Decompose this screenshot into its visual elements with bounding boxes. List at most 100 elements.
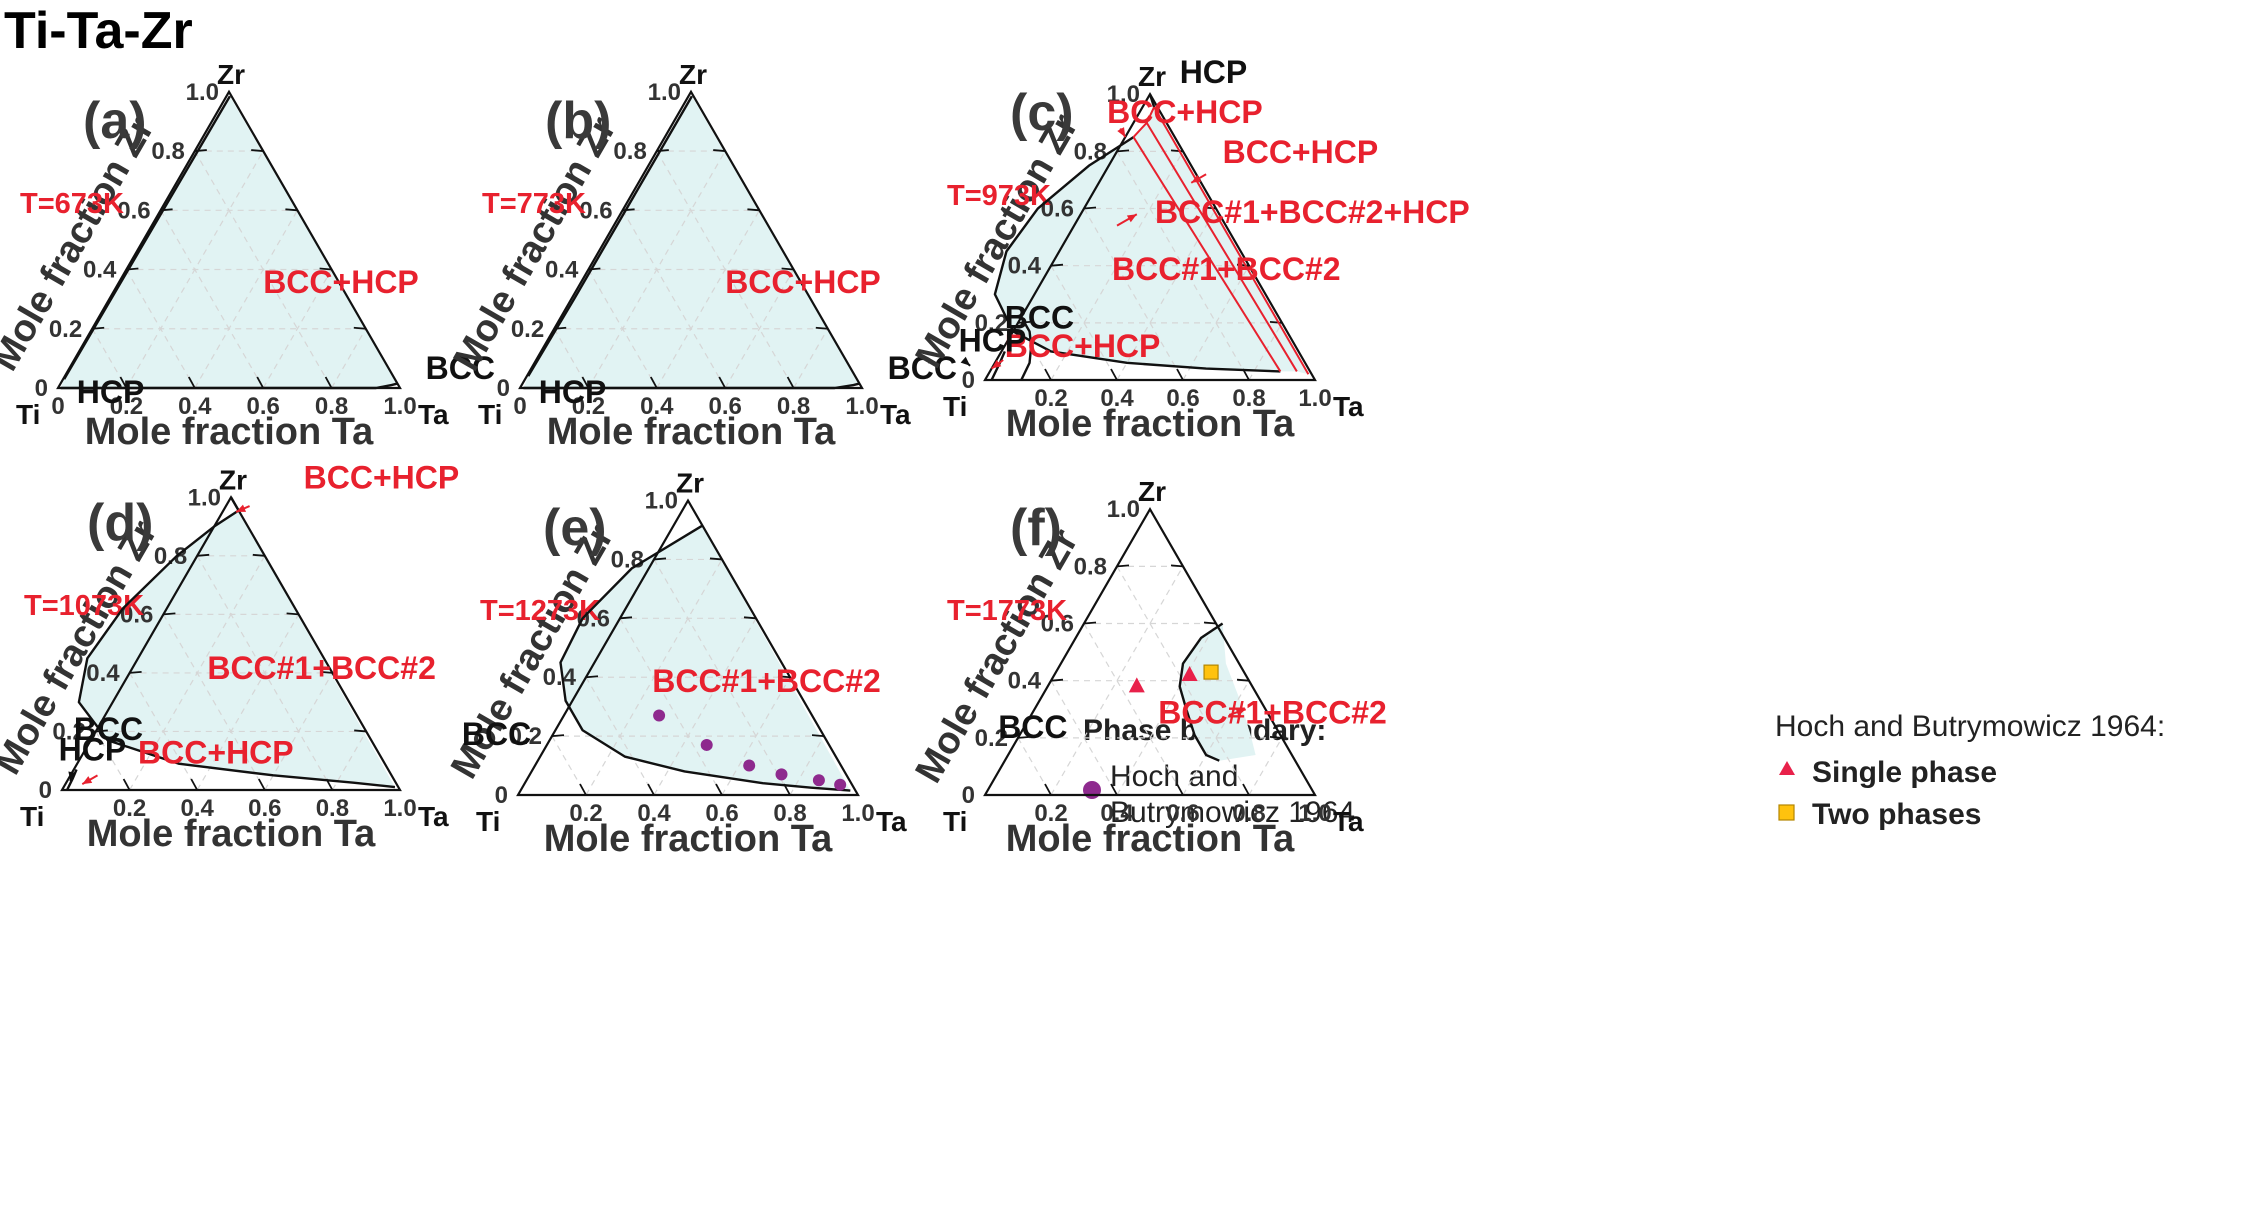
left-tick-label: 0.2 (975, 310, 1008, 337)
left-tick-label: 0.6 (579, 197, 612, 224)
gridline (1182, 680, 1250, 796)
phase-label: BCC (462, 716, 531, 752)
phase-boundary-line (77, 509, 396, 789)
arrow-head (236, 504, 247, 512)
bottom-axis-label: Mole fraction Ta (1006, 403, 1295, 445)
left-tick-label: 1.0 (1107, 496, 1140, 523)
bottom-tick-label: 0.2 (1034, 385, 1067, 412)
corner-label-top: Zr (1138, 476, 1166, 507)
left-tick-label: 0.2 (511, 316, 544, 343)
gridline (1050, 265, 1118, 381)
gridline (196, 614, 300, 791)
left-tick-label: 1.0 (186, 79, 219, 106)
phase-label: BCC+HCP (263, 264, 419, 300)
corner-label-right: Ta (880, 399, 911, 430)
gridline (653, 618, 757, 796)
corner-label-top: Zr (219, 464, 247, 495)
tick-mark (1083, 621, 1097, 625)
tick-mark (781, 267, 794, 271)
bottom-tick-label: 1.0 (383, 393, 416, 420)
phase-boundary-line (63, 95, 231, 380)
tick-mark (1116, 149, 1130, 153)
temperature-label: T=773K (482, 188, 586, 220)
left-tick-label: 0.8 (154, 543, 187, 570)
left-tick-label: 1.0 (645, 488, 678, 515)
left-tick-label: 0 (39, 777, 52, 804)
phase-label: HCP (959, 322, 1027, 358)
bottom-tick-label: 0.2 (569, 800, 602, 827)
tick-mark (579, 783, 587, 796)
corner-label-left: Ti (20, 801, 44, 832)
tick-mark (1269, 320, 1283, 324)
data-point-triangle (1181, 665, 1198, 681)
data-point-circle (743, 759, 756, 772)
triangle-frame (60, 495, 402, 792)
left-tick-label: 0 (962, 367, 975, 394)
data-point-circle (700, 738, 713, 751)
gridline (194, 209, 298, 389)
tick-mark (1269, 735, 1283, 739)
phase-region-fill (78, 510, 395, 788)
bottom-tick-label: 0.8 (316, 795, 349, 822)
gridline (1050, 680, 1118, 796)
bottom-tick-label: 0.8 (1232, 800, 1265, 827)
phase-boundary-line (1145, 122, 1298, 372)
phase-label: BCC (74, 711, 143, 747)
data-point-circle (812, 774, 825, 787)
left-tick-label: 0.4 (1008, 668, 1042, 695)
bottom-tick-label: 0.8 (315, 393, 348, 420)
bottom-tick-label: 1.0 (841, 800, 874, 827)
tick-mark (585, 675, 599, 679)
left-tick-label: 0.4 (86, 660, 120, 687)
phase-boundary-line (523, 382, 860, 390)
phase-label: BCC#1+BCC#2 (652, 663, 881, 699)
arrow-head (991, 359, 1002, 369)
gridline (1083, 623, 1184, 796)
tick-mark (1236, 678, 1250, 682)
phase-label: BCC+HCP (1223, 134, 1379, 170)
left-tick-label: 1.0 (648, 79, 681, 106)
legend-marker-square (1778, 804, 1795, 821)
corner-label-top: Zr (679, 59, 707, 90)
bottom-axis-label: Mole fraction Ta (1006, 818, 1295, 860)
tick-mark (258, 778, 266, 791)
corner-label-right: Ta (1333, 806, 1364, 837)
tick-mark (1176, 783, 1184, 796)
phase-region-fill (560, 525, 851, 791)
tick-mark (319, 267, 332, 271)
tick-mark (1050, 263, 1064, 267)
tick-mark (1242, 783, 1250, 796)
corner-label-top: Zr (1138, 61, 1166, 92)
tick-mark (353, 326, 366, 330)
left-tick-label: 0.2 (509, 723, 542, 750)
phase-region-fill (60, 96, 398, 388)
tick-mark (713, 149, 726, 152)
phase-boundary-line (559, 524, 851, 792)
tick-mark (619, 616, 633, 620)
tick-mark (163, 612, 176, 616)
phase-label: BCC+HCP (725, 264, 881, 300)
phase-boundary-line (1020, 322, 1033, 381)
phase-boundary-line (1132, 106, 1156, 138)
bottom-tick-label: 0.4 (1100, 800, 1134, 827)
gridline (1116, 151, 1250, 381)
bottom-tick-label: 0.8 (777, 393, 810, 420)
tick-mark (188, 376, 196, 389)
arrow-head (960, 356, 971, 366)
arrow-head (1235, 708, 1246, 716)
data-point-circle (775, 768, 788, 781)
bottom-tick-label: 0.4 (637, 800, 671, 827)
phase-boundary-line (1153, 106, 1310, 375)
bottom-tick-label: 0.4 (178, 393, 212, 420)
figure-title: Ti-Ta-Zr (4, 2, 193, 60)
gridline (619, 618, 723, 796)
tick-mark (743, 616, 757, 620)
bottom-tick-label: 0.6 (1166, 800, 1199, 827)
corner-label-left: Ti (478, 399, 502, 430)
tick-mark (286, 612, 299, 616)
corner-label-right: Ta (1333, 391, 1364, 422)
tick-mark (1017, 320, 1031, 324)
data-point-square (1203, 664, 1219, 680)
